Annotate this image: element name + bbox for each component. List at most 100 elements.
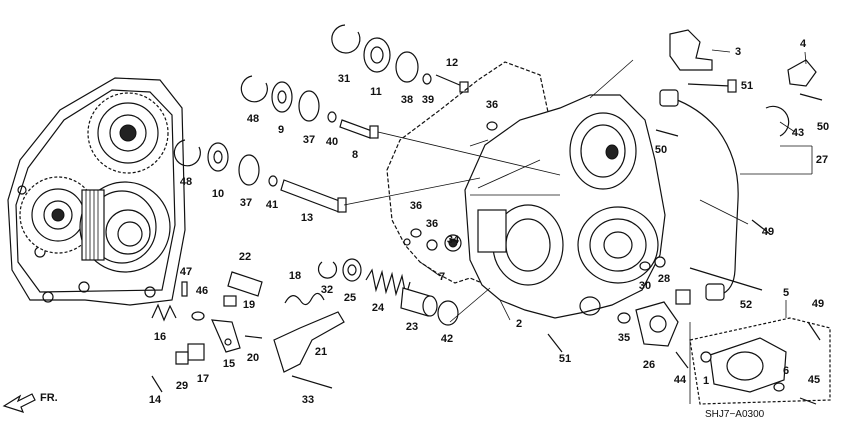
bracket-4 (787, 59, 817, 87)
o-ring-37a (298, 90, 320, 122)
bearing-11 (363, 37, 391, 73)
nut-35 (617, 312, 631, 324)
callout-c19: 19 (243, 299, 255, 311)
callout-c49a: 49 (762, 226, 774, 238)
callout-c47: 47 (180, 266, 192, 278)
callout-c26: 26 (643, 359, 655, 371)
stud-52 (689, 267, 763, 291)
callout-c39: 39 (422, 94, 434, 106)
callout-c24: 24 (372, 302, 385, 314)
callout-c2: 2 (516, 318, 522, 330)
callout-c40: 40 (326, 136, 338, 148)
spring-18 (284, 292, 325, 306)
o-ring-38 (395, 51, 419, 83)
callout-c9: 9 (278, 124, 284, 136)
callout-c21: 21 (315, 346, 327, 358)
washer-46 (191, 311, 205, 321)
callout-c46: 46 (196, 285, 208, 297)
callout-c50a: 50 (655, 144, 667, 156)
callout-c37a: 37 (303, 134, 315, 146)
snap-ring-31 (331, 24, 361, 54)
callout-c36b: 36 (410, 200, 422, 212)
callout-c36c: 36 (426, 218, 438, 230)
snap-ring-48b (173, 139, 201, 167)
callout-c15: 15 (223, 358, 235, 370)
diagram-code: SHJ7−A0300 (705, 409, 765, 420)
front-arrow-icon (2, 393, 36, 413)
clutch-drum (79, 181, 171, 273)
callout-c5: 5 (783, 287, 789, 299)
bolt-51b (547, 333, 563, 353)
dowel-pins-36 (410, 121, 498, 251)
bracket-17 (187, 343, 205, 361)
callout-c32: 32 (321, 284, 333, 296)
callout-c37b: 37 (240, 197, 252, 209)
bolt-44 (675, 351, 689, 369)
callout-c41: 41 (266, 199, 278, 211)
callout-c28: 28 (658, 273, 670, 285)
callout-c22: 22 (239, 251, 251, 263)
callout-c34: 34 (447, 234, 460, 246)
callout-c35: 35 (618, 332, 630, 344)
transmission-housing-left (7, 77, 186, 306)
callout-c8: 8 (352, 149, 358, 161)
spring-16 (151, 303, 177, 322)
leader-lines (343, 49, 813, 404)
bolt-12 (435, 74, 469, 93)
piston-23 (400, 287, 438, 317)
o-ring-42 (437, 300, 459, 326)
bolt-49a (751, 219, 771, 235)
callout-c25: 25 (344, 292, 356, 304)
shaft-13 (280, 179, 347, 213)
washer-30 (639, 261, 651, 271)
callout-c51a: 51 (741, 80, 753, 92)
washer-40 (327, 111, 337, 123)
callout-c43: 43 (792, 127, 804, 139)
callout-c18: 18 (289, 270, 301, 282)
bolt-50a (655, 129, 679, 137)
callout-c49b: 49 (812, 298, 824, 310)
callout-c45: 45 (808, 374, 820, 386)
wire-harness-27 (659, 89, 739, 301)
callout-c10: 10 (212, 188, 224, 200)
washer-39 (422, 73, 432, 85)
callout-c17: 17 (197, 373, 209, 385)
bearing-10 (207, 142, 229, 172)
callout-c44: 44 (674, 374, 687, 386)
callout-c29: 29 (176, 380, 188, 392)
bolt-49b (807, 321, 821, 341)
connector-26 (675, 289, 691, 305)
callout-c27: 27 (816, 154, 828, 166)
cover-assembly-5 (689, 317, 831, 405)
callout-c23: 23 (406, 321, 418, 333)
bolt-51a (687, 79, 737, 93)
front-marker-label: FR. (40, 392, 58, 404)
bolt-14 (151, 375, 163, 393)
callout-c11: 11 (370, 86, 382, 98)
callout-c42: 42 (441, 333, 453, 345)
washer-41 (268, 175, 278, 187)
callout-c48b: 48 (180, 176, 192, 188)
bearing-9 (271, 81, 293, 113)
callout-c31: 31 (338, 73, 350, 85)
callout-c50b: 50 (817, 121, 829, 133)
o-ring-37b (238, 154, 260, 186)
callout-c52: 52 (740, 299, 752, 311)
callout-c20: 20 (247, 352, 259, 364)
bolt-45 (799, 397, 817, 405)
callout-c16: 16 (154, 331, 166, 343)
rod-33 (291, 375, 333, 389)
snap-ring-48a (240, 75, 268, 103)
callout-c1: 1 (703, 375, 709, 387)
spring-24 (365, 268, 411, 297)
bracket-3 (669, 29, 713, 71)
callout-c7: 7 (439, 271, 445, 283)
callout-c12: 12 (446, 57, 458, 69)
shaft-22 (227, 271, 263, 297)
gear-upper (87, 92, 169, 174)
sensor-26 (635, 301, 679, 347)
callout-c6: 6 (783, 365, 789, 377)
callout-c13: 13 (301, 212, 313, 224)
